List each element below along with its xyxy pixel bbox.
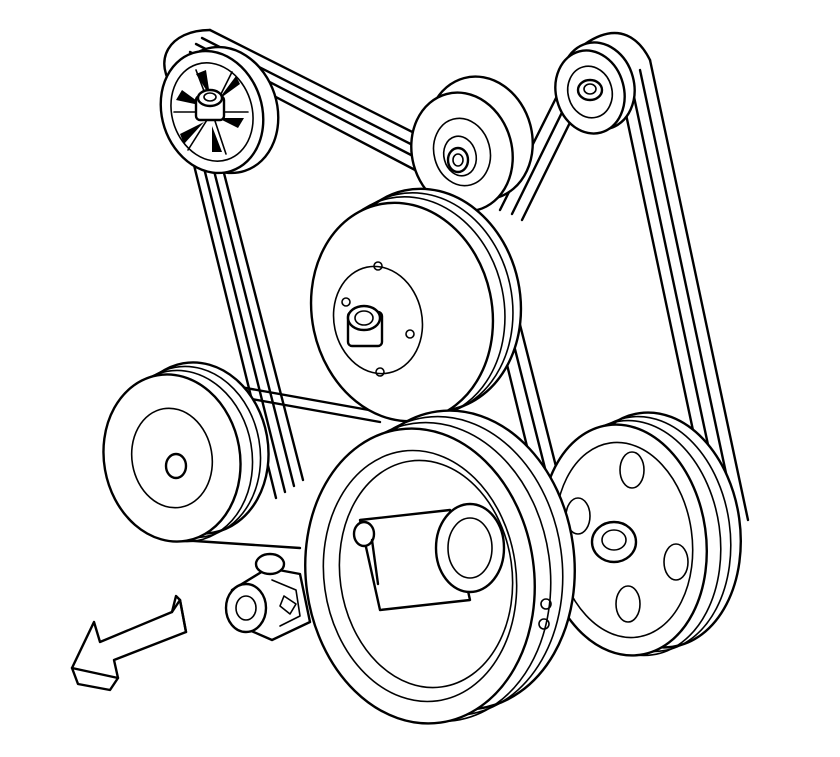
arrow-down-left-icon <box>70 594 188 692</box>
fan-pulley <box>159 45 280 175</box>
water-pump-pulley <box>309 187 523 423</box>
alternator-pulley <box>540 411 742 657</box>
belt-tensioner <box>224 552 312 642</box>
crankshaft-balancer <box>304 409 576 725</box>
idler-pulley-upper <box>410 75 534 213</box>
power-steering-pulley <box>102 361 270 543</box>
idler-pulley-top-right <box>554 41 636 135</box>
